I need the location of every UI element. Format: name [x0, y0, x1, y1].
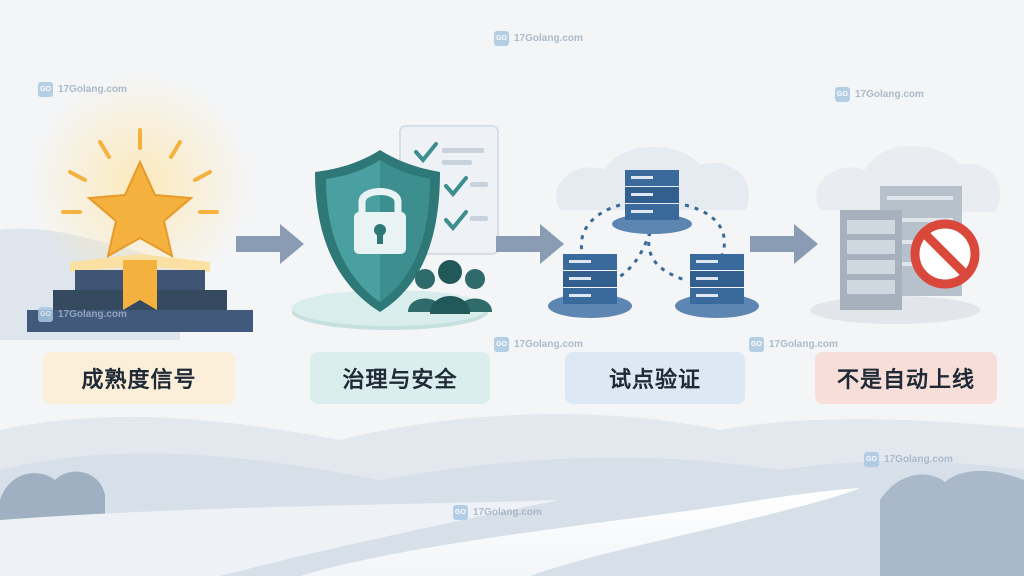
- watermark: GO 17Golang.com: [864, 452, 953, 467]
- step-label-governance-security: 治理与安全: [310, 352, 490, 404]
- watermark-text: 17Golang.com: [58, 84, 127, 95]
- watermark-text: 17Golang.com: [884, 454, 953, 465]
- watermark: GO 17Golang.com: [38, 82, 127, 97]
- watermark-logo-icon: GO: [749, 337, 764, 352]
- watermark: GO 17Golang.com: [494, 31, 583, 46]
- arrow-right-icon: [750, 224, 818, 264]
- step-label-not-auto-launch: 不是自动上线: [815, 352, 997, 404]
- server-prohibited-icon: [810, 186, 980, 324]
- watermark-logo-icon: GO: [453, 505, 468, 520]
- watermark-text: 17Golang.com: [769, 339, 838, 350]
- watermark: GO 17Golang.com: [835, 87, 924, 102]
- watermark: GO 17Golang.com: [453, 505, 542, 520]
- watermark: GO 17Golang.com: [38, 307, 127, 322]
- watermark-logo-icon: GO: [494, 31, 509, 46]
- watermark-logo-icon: GO: [494, 337, 509, 352]
- watermark: GO 17Golang.com: [494, 337, 583, 352]
- step-label-pilot-validation: 试点验证: [565, 352, 745, 404]
- arrow-right-icon: [236, 224, 304, 264]
- watermark-text: 17Golang.com: [58, 309, 127, 320]
- watermark-text: 17Golang.com: [514, 33, 583, 44]
- watermark-logo-icon: GO: [38, 307, 53, 322]
- watermark-text: 17Golang.com: [855, 89, 924, 100]
- star-book-icon: [27, 128, 253, 332]
- step-label-maturity-signal: 成熟度信号: [43, 352, 235, 404]
- watermark-logo-icon: GO: [835, 87, 850, 102]
- watermark-logo-icon: GO: [38, 82, 53, 97]
- watermark-text: 17Golang.com: [473, 507, 542, 518]
- shield-lock-icon: [292, 125, 499, 330]
- watermark: GO 17Golang.com: [749, 337, 838, 352]
- watermark-text: 17Golang.com: [514, 339, 583, 350]
- watermark-logo-icon: GO: [864, 452, 879, 467]
- arrow-right-icon: [496, 224, 564, 264]
- server-cluster-icon: [548, 170, 759, 318]
